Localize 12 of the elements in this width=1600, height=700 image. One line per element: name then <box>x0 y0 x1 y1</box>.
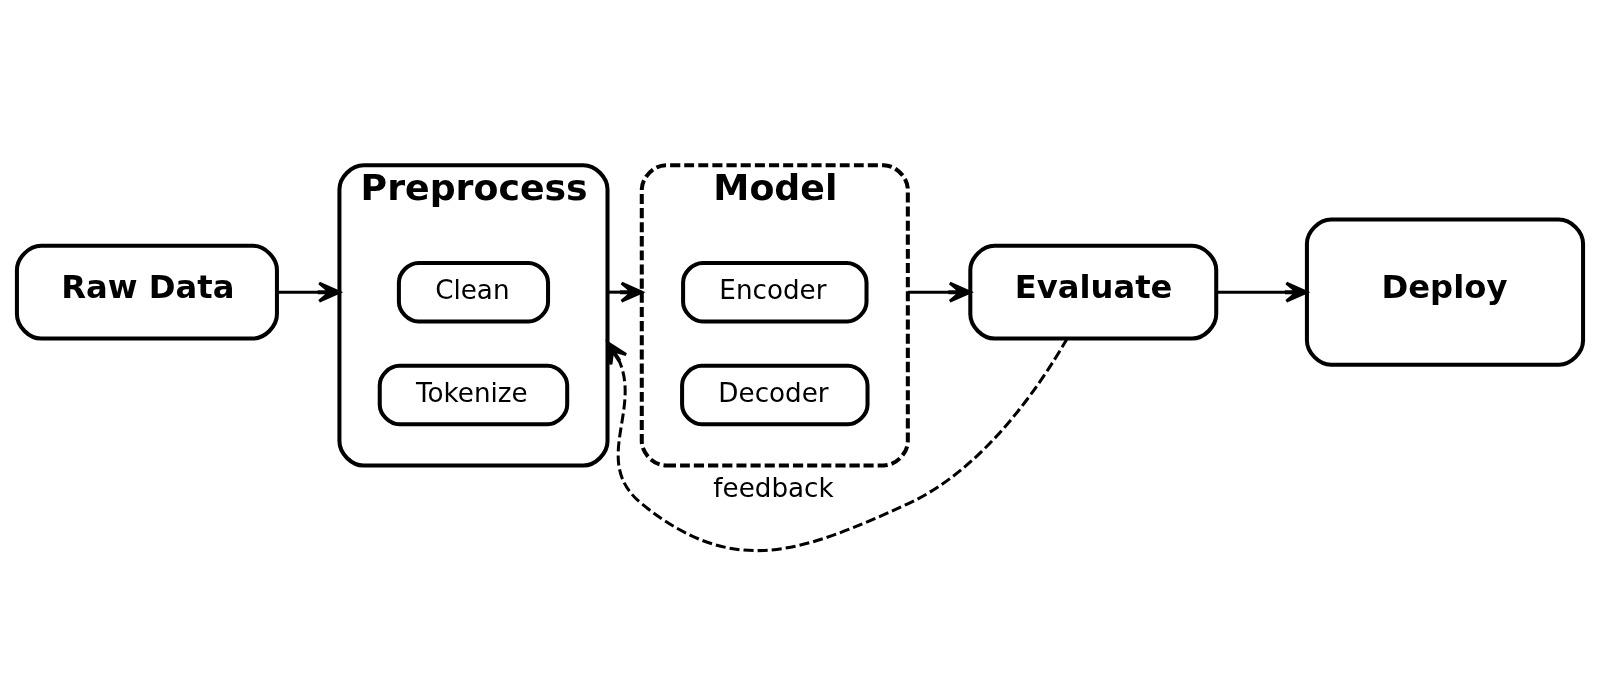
node-box: Clean <box>396 260 551 324</box>
node-box: Encoder <box>681 260 869 324</box>
edge-label: feedback <box>713 472 834 503</box>
node-box: Deploy <box>1304 217 1586 367</box>
arrow <box>1216 281 1309 303</box>
node-box: Tokenize <box>377 363 570 427</box>
node-box: Raw Data <box>14 243 279 341</box>
arrow <box>277 281 341 303</box>
arrow <box>606 338 1069 552</box>
node-box: Evaluate <box>968 243 1219 341</box>
arrow <box>907 281 972 303</box>
node-box: Decoder <box>680 363 870 427</box>
